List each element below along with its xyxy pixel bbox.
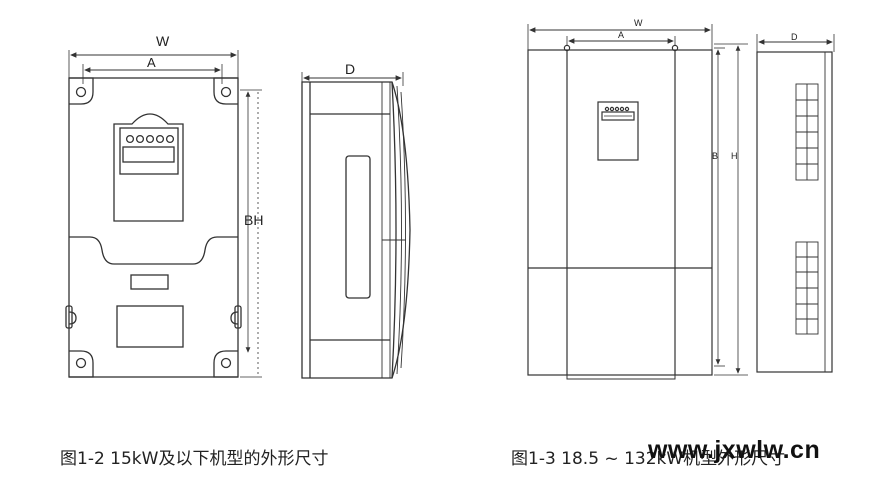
right-width-label: W xyxy=(634,18,643,28)
side-vent-slot xyxy=(345,155,371,299)
right-mount-height-label: B xyxy=(712,151,718,161)
left-mount-label: A xyxy=(147,55,156,70)
cabinet-outline xyxy=(527,49,713,376)
keypad-panel xyxy=(119,127,179,175)
lower-vent-grille xyxy=(795,241,819,335)
keypad-cover xyxy=(113,113,184,222)
upper-vent-grille xyxy=(795,83,819,181)
small-drive-side-view xyxy=(301,72,411,379)
right-height-label: H xyxy=(731,151,738,161)
left-depth-label: D xyxy=(345,61,355,77)
right-depth-label: D xyxy=(791,32,798,42)
left-figure-caption: 图1-2 15kW及以下机型的外形尺寸 xyxy=(60,449,329,469)
terminal-window xyxy=(130,274,169,290)
display-window xyxy=(122,146,175,163)
right-figure-caption: 图1-3 18.5 ~ 132kW机型外形尺寸 xyxy=(511,449,786,469)
side-outline xyxy=(756,51,833,373)
left-height-label: BH xyxy=(244,212,263,228)
terminal-cover xyxy=(116,305,184,348)
site-watermark: www.jxwlw.cn xyxy=(648,436,821,464)
large-drive-side-view xyxy=(756,34,835,373)
left-width-label: W xyxy=(156,33,170,49)
drive-body-outline xyxy=(68,77,239,378)
small-drive-height-dimension xyxy=(240,89,262,378)
small-drive-front-view xyxy=(65,50,242,378)
large-drive-front-view xyxy=(527,24,713,380)
large-drive-height-dimensions xyxy=(714,43,748,376)
right-mount-label: A xyxy=(618,30,624,40)
keypad-panel xyxy=(597,101,639,161)
